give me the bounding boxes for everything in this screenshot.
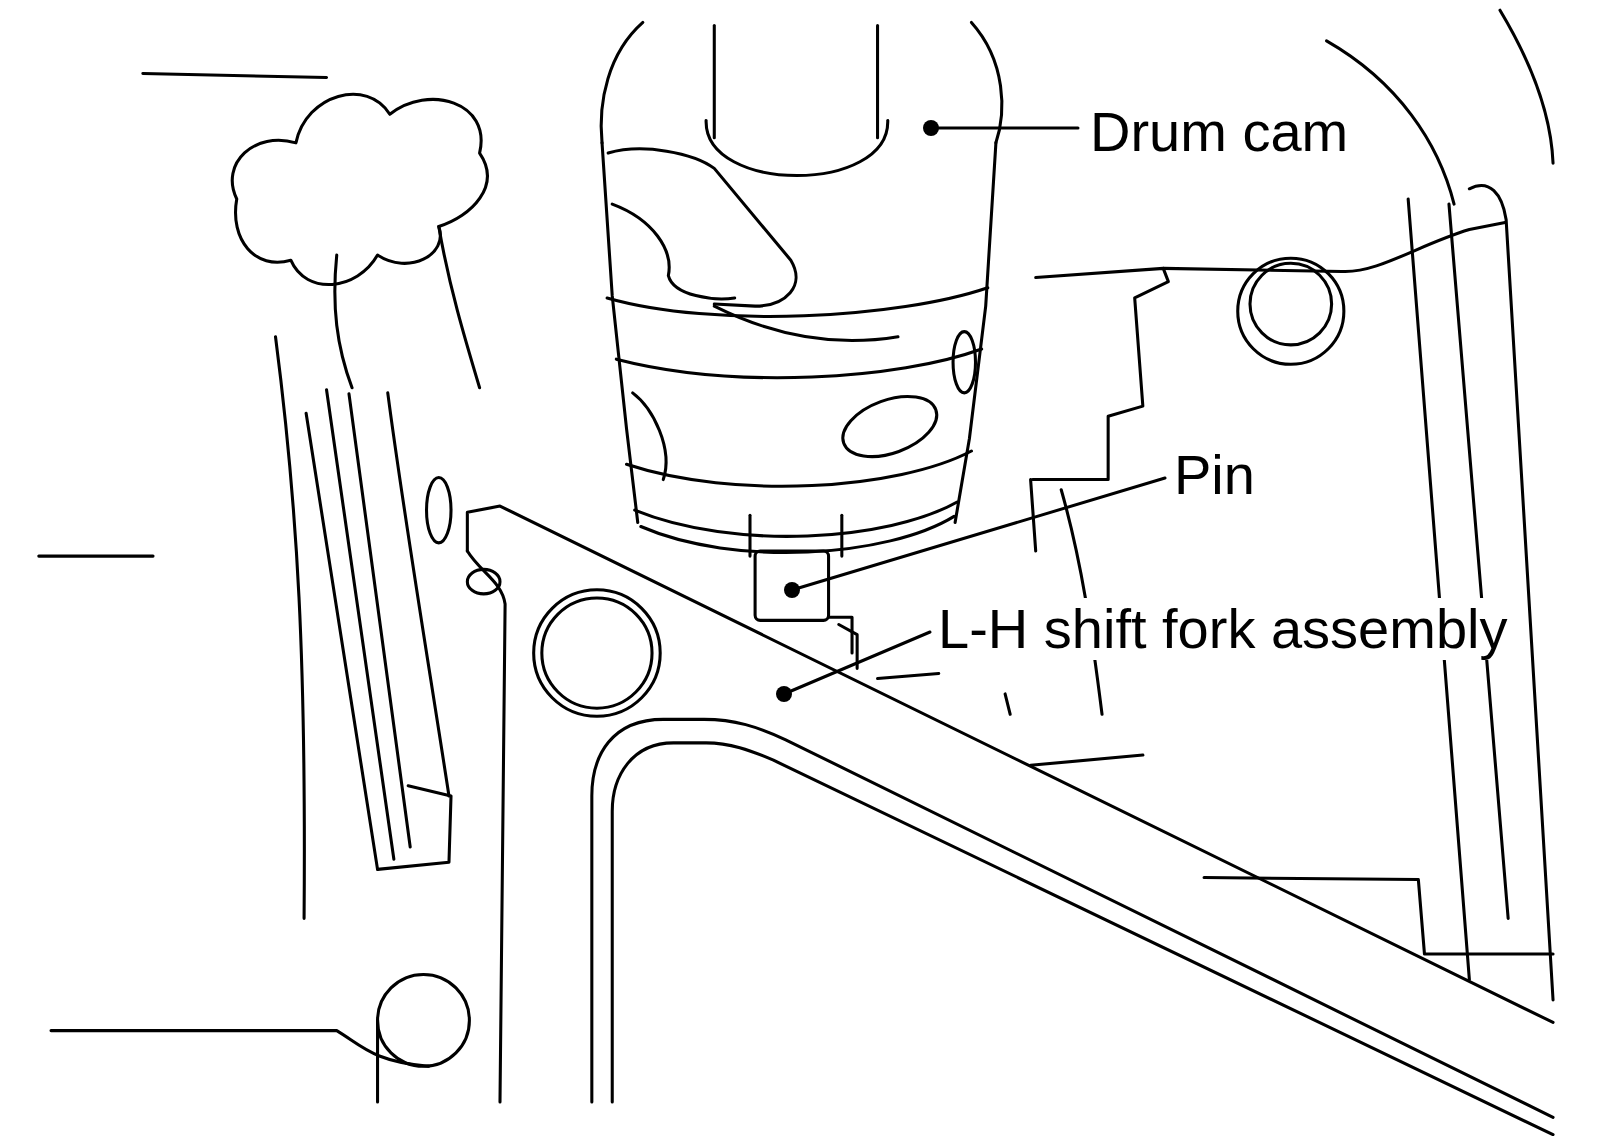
lever-drawing [39, 73, 488, 1102]
part-label: Drum cam [1086, 101, 1352, 163]
leader-dot [923, 120, 939, 136]
leader-dot [776, 686, 792, 702]
leader-dot [784, 582, 800, 598]
leader-line [792, 478, 1165, 590]
pin-drawing [750, 515, 852, 653]
leader-line [784, 632, 930, 694]
shift-fork-drawing [467, 506, 1553, 1135]
part-label: Pin [1170, 444, 1259, 506]
drum-cam-drawing [601, 22, 1002, 552]
leader-line [931, 127, 1078, 130]
housing-drawing [1005, 10, 1553, 1000]
part-label: L-H shift fork assembly [934, 598, 1512, 660]
